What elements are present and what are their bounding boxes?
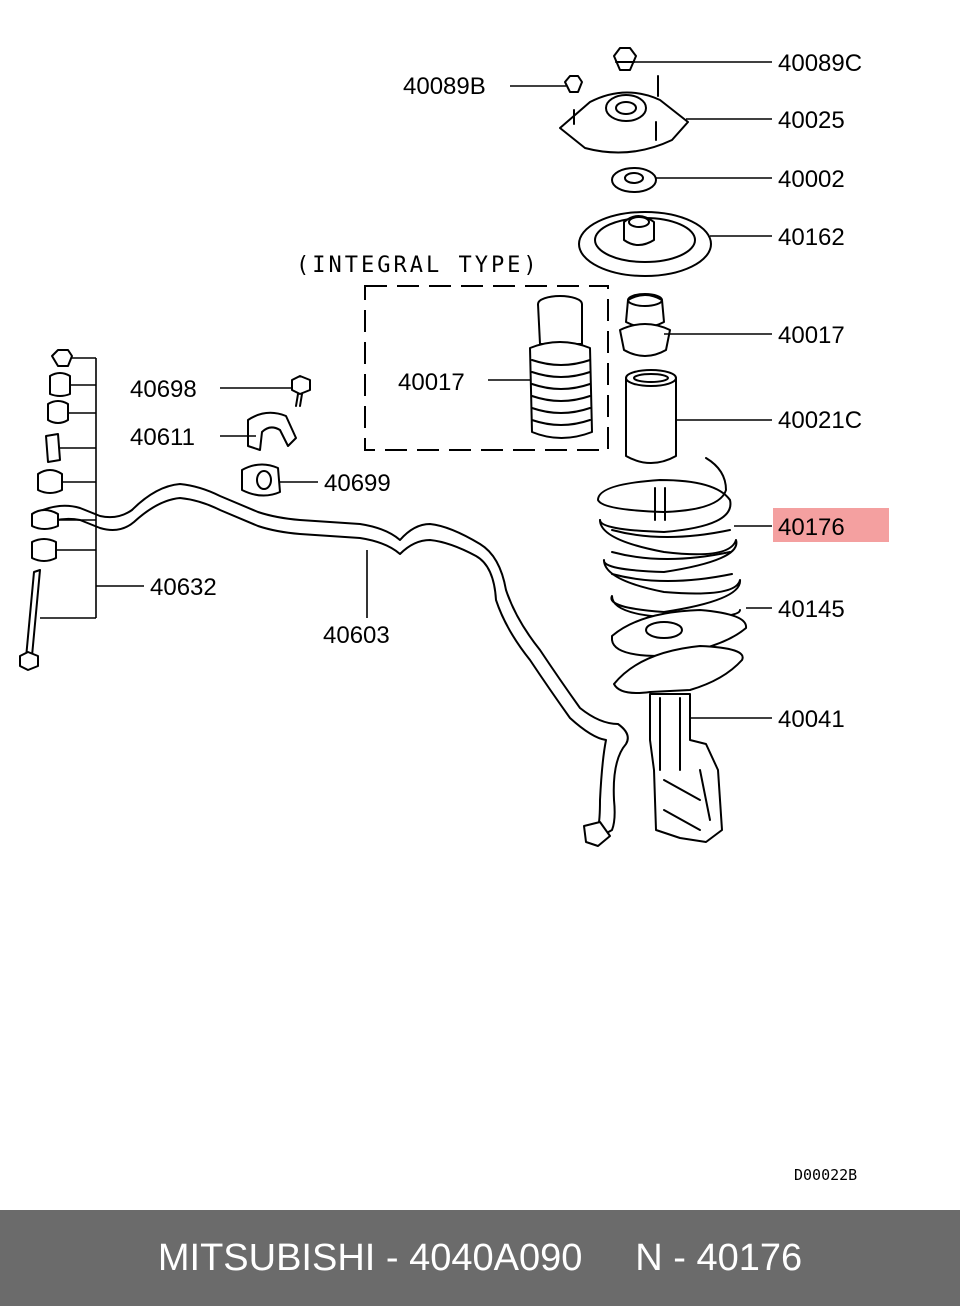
footer-sep-1: - [375,1236,410,1279]
footer-gap [582,1237,635,1280]
label-40699: 40699 [324,470,391,497]
bracket-drawing [247,411,297,451]
highlight-box [773,508,889,542]
footer-brand: MITSUBISHI [157,1236,376,1279]
label-40632: 40632 [150,574,217,601]
footer-position-number: 40176 [696,1236,803,1279]
label-40698: 40698 [130,376,197,403]
label-40002: 40002 [778,166,845,193]
footer-sep-2: - [662,1236,697,1279]
bolt-drawing [291,375,311,407]
leader-lines [40,61,772,719]
strut-mount-drawing [559,75,689,154]
top-nut-drawing [613,47,637,71]
label-40176: 40176 [778,514,845,541]
spring-seat-drawing [578,211,712,277]
stabilizer-link-drawing [19,349,73,671]
drawing-code: D00022B [794,1166,857,1184]
integral-boot-drawing [529,295,593,439]
label-40021C: 40021C [778,407,862,434]
label-40603: 40603 [323,622,390,649]
bearing-drawing [611,167,657,193]
label-40162: 40162 [778,224,845,251]
label-40611: 40611 [130,424,195,451]
bump-stop-drawing [619,293,671,357]
label-40025: 40025 [778,107,845,134]
label-40017-right: 40017 [778,322,845,349]
footer-part-number: 4040A090 [409,1236,583,1279]
strut-body-drawing [613,645,744,843]
bushing-drawing [241,463,281,497]
part-labels: 40089C 40089B 40025 40002 40162 40017 40… [130,50,862,1184]
label-40089C: 40089C [778,50,862,77]
dust-cover-drawing [625,369,677,464]
footer-position-label: N [635,1236,663,1279]
parts-diagram: 40089C 40089B 40025 40002 40162 40017 40… [19,47,889,1184]
label-40089B: 40089B [403,73,486,100]
integral-type-label: (INTEGRAL TYPE) [296,253,540,278]
label-40017-box: 40017 [398,369,465,396]
stabilizer-bar-drawing [37,483,629,847]
label-40145: 40145 [778,596,845,623]
coil-spring-drawing [597,457,741,619]
spring-insulator-drawing [611,609,748,657]
small-nut-drawing [564,75,583,93]
footer-bar: MITSUBISHI - 4040A090 N - 40176 [0,1210,960,1306]
integral-type-box [364,285,609,451]
label-40041: 40041 [778,706,845,733]
